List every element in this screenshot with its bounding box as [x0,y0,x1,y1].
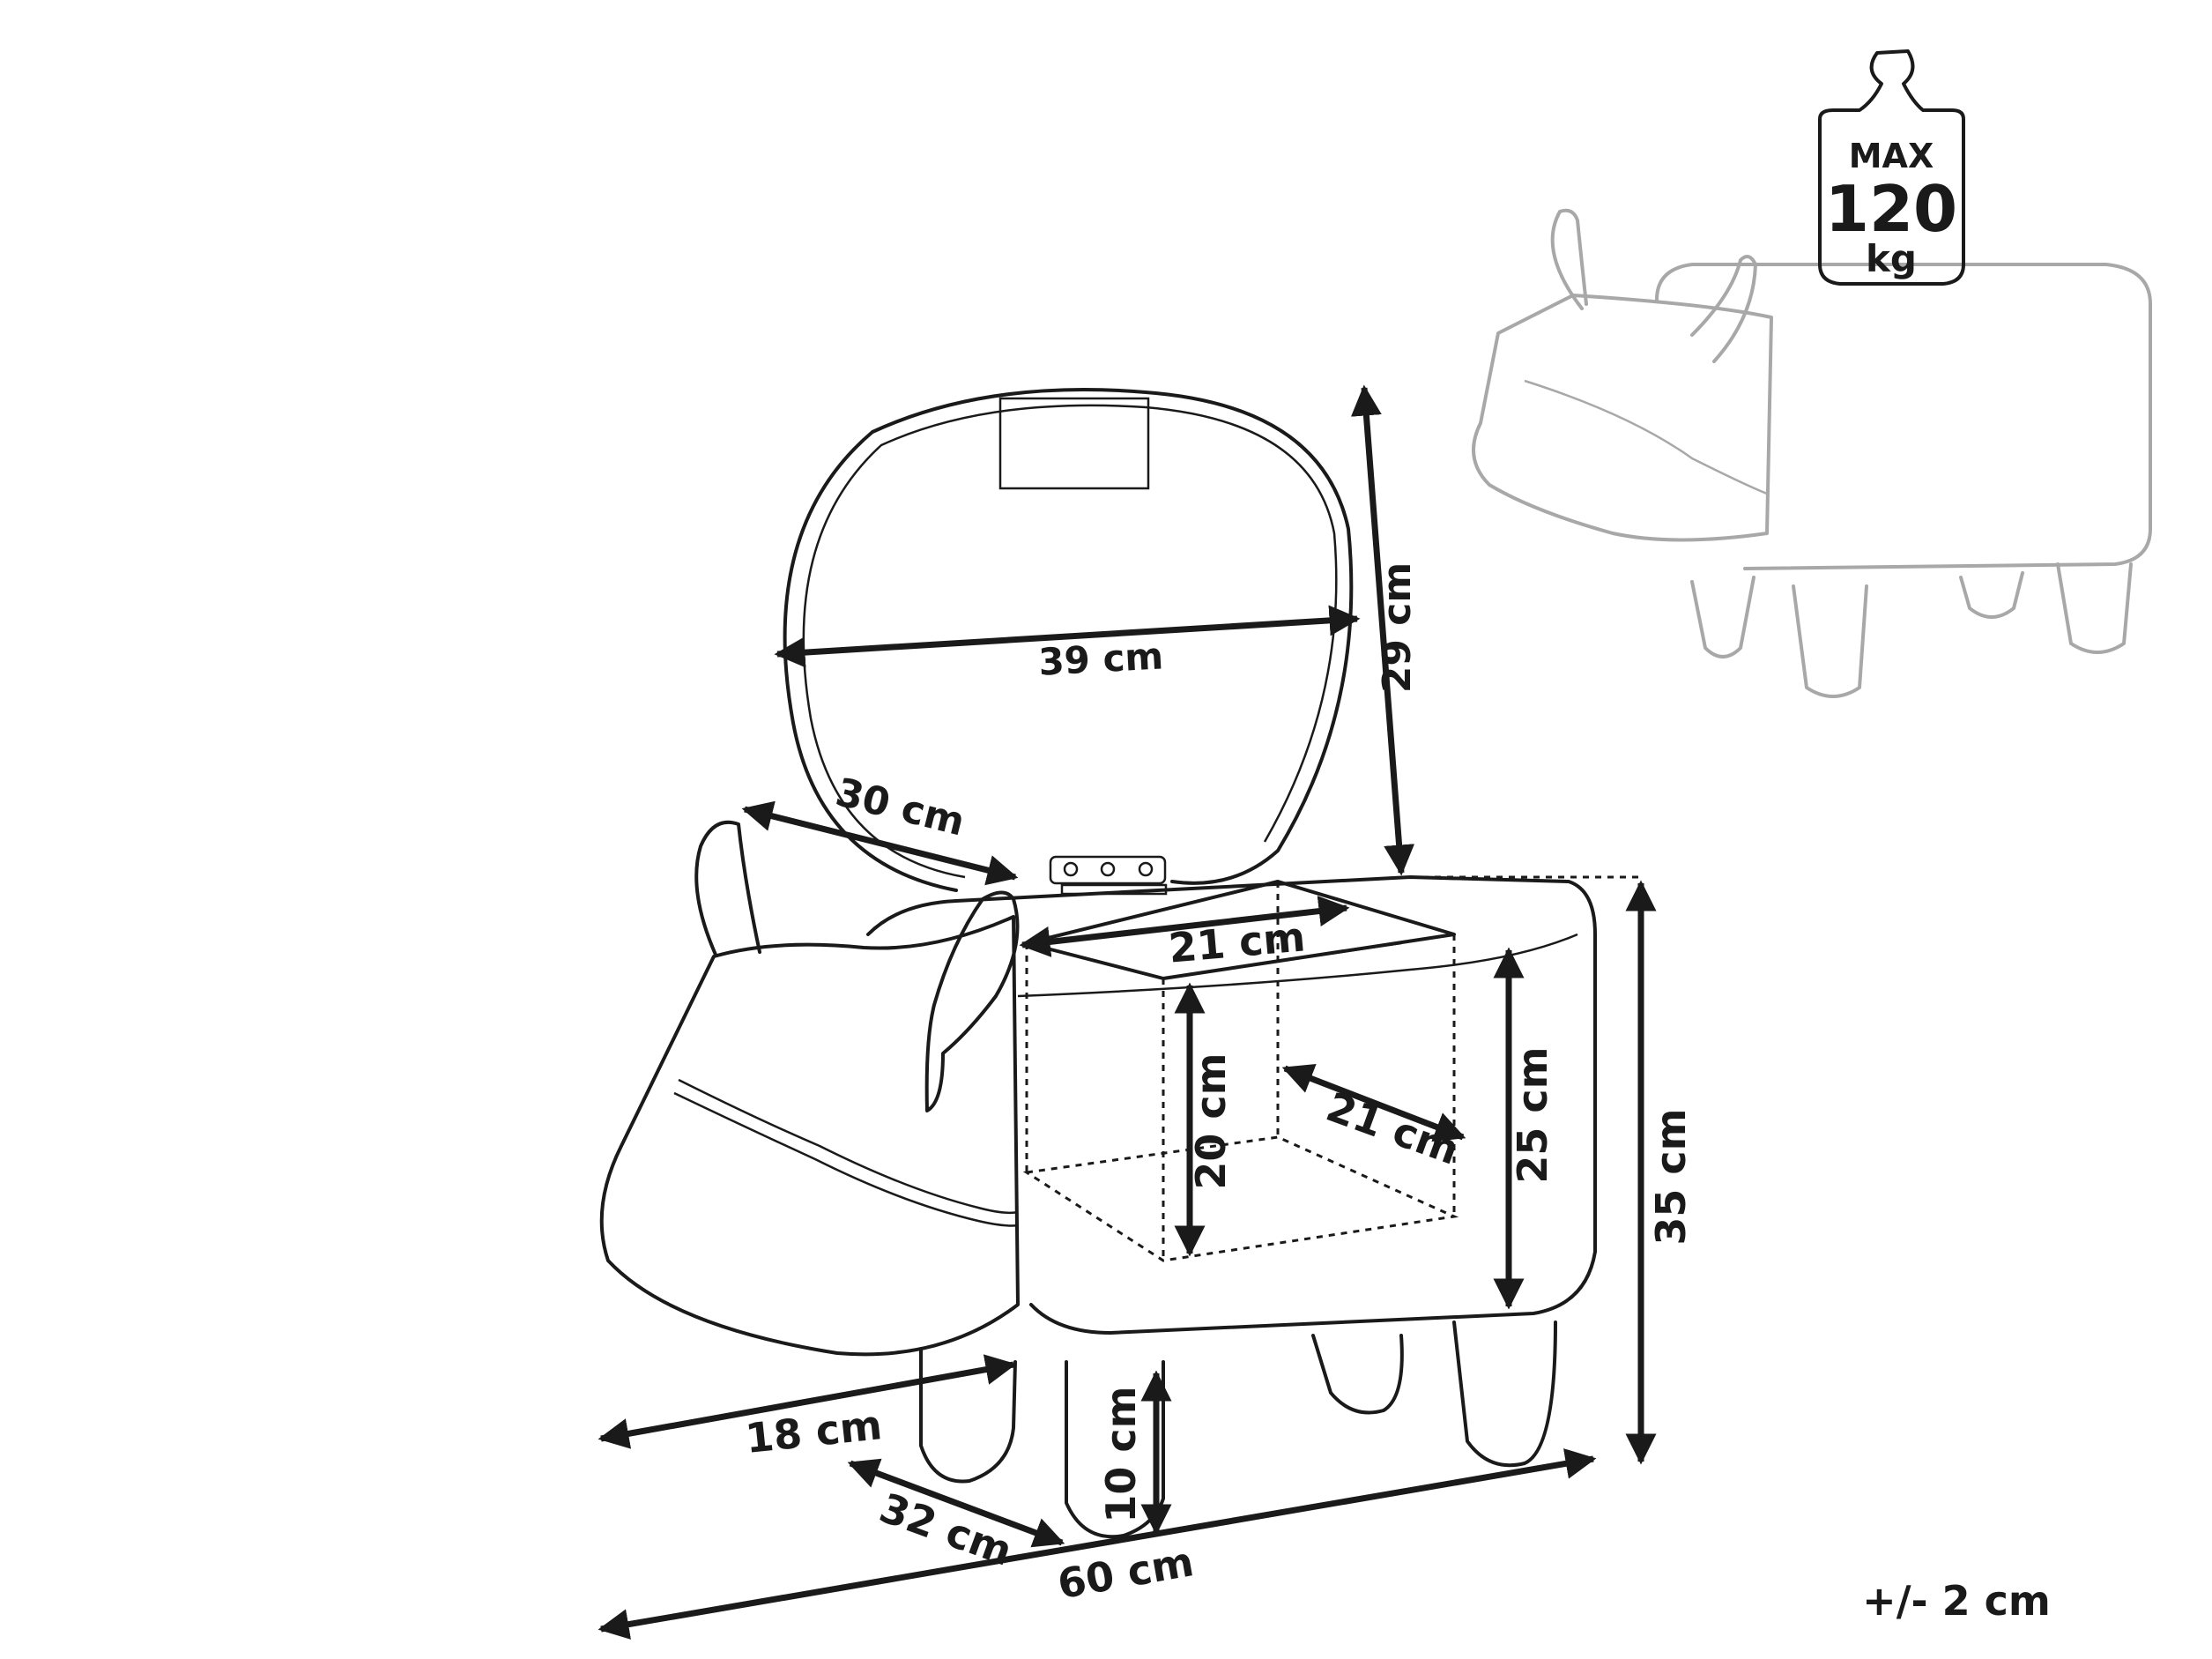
preview-ottoman-illustration: MAX 120 kg [1472,49,2152,698]
lid-depth-arrow [741,800,1019,886]
lid-height-label: 29 cm [1375,562,1420,693]
main-ottoman-illustration [599,388,1639,1539]
lid-height-arrow [1350,384,1415,876]
storage-height-label: 20 cm [1187,1053,1235,1189]
total-length-arrow [598,1448,1597,1640]
lid-width-label: 39 cm [1037,634,1164,683]
total-height-label: 35 cm [1647,1108,1695,1245]
head-length-arrow [598,1354,1017,1449]
leg-height-label: 10 cm [1097,1386,1145,1522]
weight-value: 120 [1825,172,1957,246]
storage-depth-label: 21 cm [1320,1082,1465,1174]
storage-width-arrow [1019,896,1350,957]
weight-unit: kg [1866,237,1917,280]
weight-max-label: MAX [1849,137,1934,175]
dimension-arrows [598,384,1657,1640]
lid-width-arrow [774,605,1361,668]
body-height-label: 25 cm [1509,1046,1556,1183]
tolerance-label: +/- 2 cm [1862,1577,2051,1625]
storage-width-label: 21 cm [1167,912,1307,971]
storage-depth-arrow [1281,1064,1466,1142]
